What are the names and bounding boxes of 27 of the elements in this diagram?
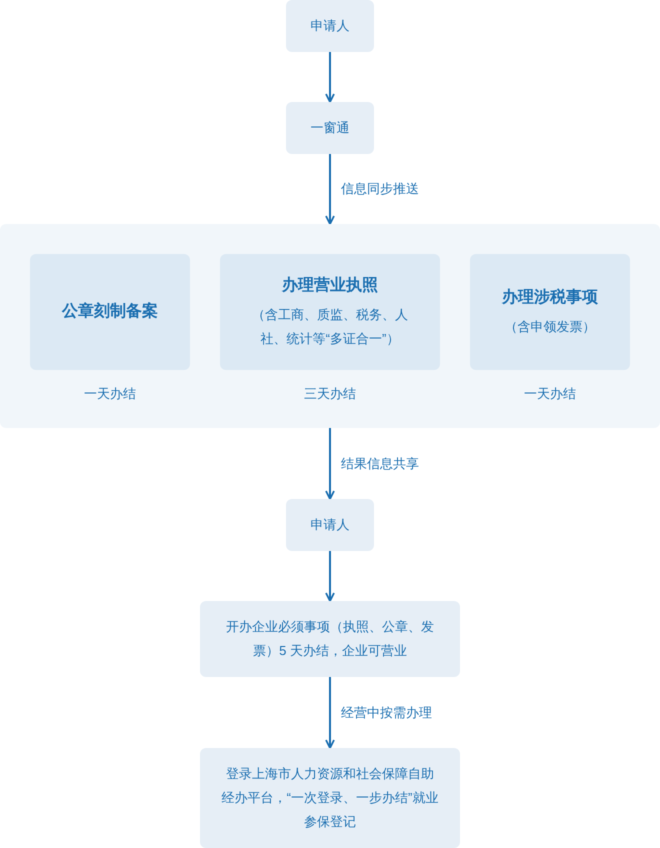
box-text: 开办企业必须事项（执照、公章、发票）5 天办结，企业可营业 [225,618,435,660]
process-box [286,0,374,52]
box-heading: 办理涉税事项 [500,287,599,308]
process-box [286,499,374,551]
arrow [325,154,335,225]
edge-label: 结果信息共享 [341,454,419,472]
edge-label: 经营中按需办理 [341,704,432,722]
duration-text: 三天办结 [303,385,357,403]
box-text: 一窗通 [310,119,350,137]
box-text: 登录上海市人力资源和社会保障自助经办平台，“一次登录、一步办结”就业参保登记 [220,765,440,831]
box-text: 申请人 [310,17,350,35]
arrow [325,52,335,103]
group-panel [0,224,660,428]
box-heading: 办理营业执照 [280,276,379,296]
duration-text: 一天办结 [523,385,577,403]
arrow [325,677,335,749]
process-box [286,102,374,154]
box-text: （含工商、质监、税务、人社、统计等“多证合一”） [251,306,409,348]
duration-text: 一天办结 [83,385,137,403]
edge-label: 信息同步推送 [341,180,419,198]
box-heading: 公章刻制备案 [60,301,159,322]
process-box [200,601,460,677]
process-box [200,748,460,848]
box-text: 申请人 [310,516,350,534]
arrow [325,551,335,602]
box-text: （含申领发票） [504,318,596,336]
arrow [325,428,335,500]
